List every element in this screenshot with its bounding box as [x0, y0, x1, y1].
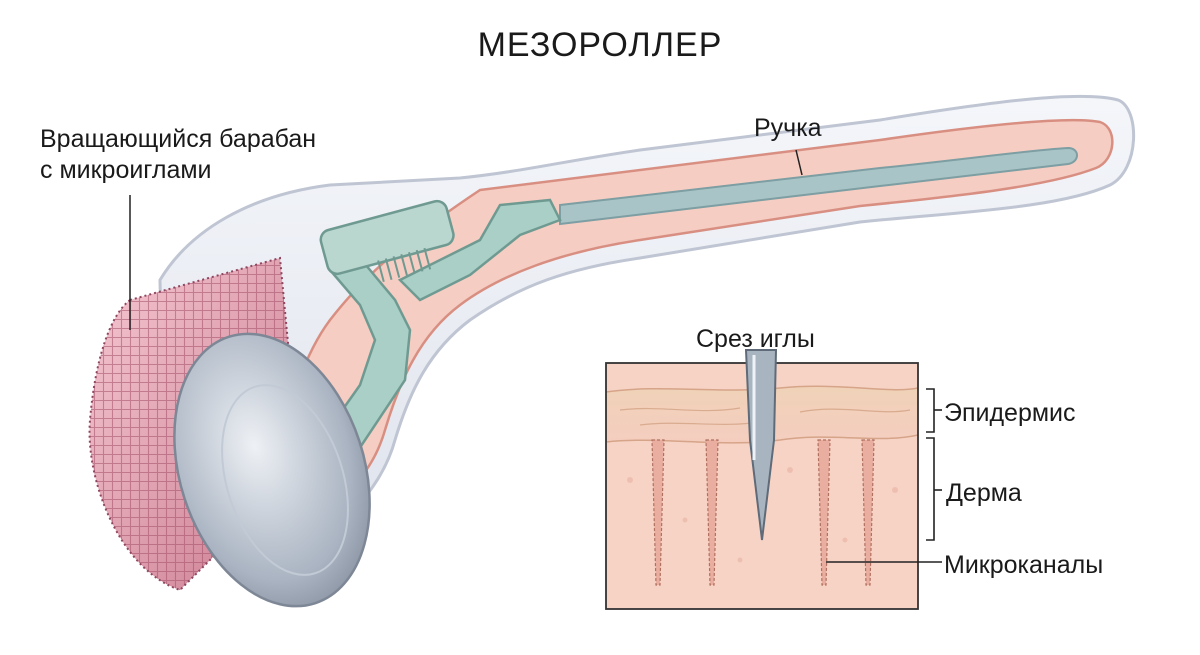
frame-connector: [397, 198, 562, 302]
handle-metal-rod: [559, 146, 1078, 226]
derma-bracket: [926, 437, 935, 541]
label-drum-line2: с микроиглами: [40, 156, 212, 184]
spring-housing: [319, 199, 455, 276]
label-derma: Дерма: [946, 479, 1022, 507]
epidermis-bracket: [926, 388, 935, 433]
label-drum: Вращающийся барабан с микроиглами: [40, 124, 316, 186]
handle-leader-line: [795, 149, 803, 176]
label-handle: Ручка: [754, 114, 822, 142]
label-microchannels: Микроканалы: [944, 551, 1104, 579]
microchannels: [651, 439, 875, 586]
spring-coils: [377, 247, 432, 283]
needle-cut-inset: [605, 362, 919, 610]
diagram-title: МЕЗОРОЛЛЕР: [477, 26, 723, 64]
label-drum-line1: Вращающийся барабан: [40, 125, 317, 153]
label-epidermis: Эпидермис: [944, 399, 1076, 427]
drum-end-cap: [173, 332, 371, 608]
label-needle-cut: Срез иглы: [696, 325, 815, 353]
